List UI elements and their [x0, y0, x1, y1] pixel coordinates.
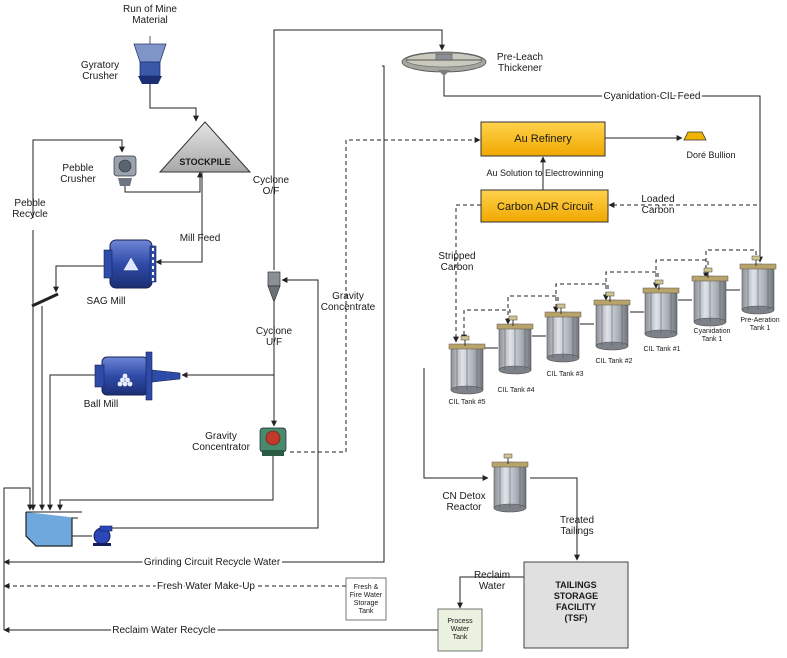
- stockpile-label: STOCKPILE: [179, 157, 230, 167]
- cyclone-icon: [267, 271, 281, 303]
- reclaim-recycle-label: Reclaim Water Recycle: [112, 625, 216, 636]
- au-refinery-box: [480, 121, 606, 157]
- flow-pump-to-cyclone: [112, 277, 319, 529]
- cn-detox-reactor-icon: [491, 453, 529, 513]
- stockpile-icon: [158, 121, 252, 173]
- cyanidation-cil-feed-label: Cyanidation-CIL Feed: [604, 91, 701, 102]
- gyratory-crusher-icon: [133, 36, 167, 84]
- flow-reclaim-water: [457, 576, 524, 609]
- flow-sag-to-screen: [53, 265, 106, 293]
- pebble-crusher-icon: [113, 155, 137, 186]
- carbon-adr-label: Carbon ADR Circuit: [497, 201, 593, 213]
- flow-pebble-to-stockpile: [124, 171, 203, 193]
- tailings-storage-facility: [523, 561, 629, 649]
- ball-mill-label: Ball Mill: [84, 399, 118, 410]
- flow-pebble-recycle: [32, 139, 125, 218]
- grinding-recycle-label: Grinding Circuit Recycle Water: [144, 557, 281, 568]
- cil-tank-3-icon: [544, 303, 582, 363]
- process-water-tank: [437, 608, 483, 652]
- cil-tank-5-icon: [448, 335, 486, 395]
- cil-tank-3-label: CIL Tank #3: [547, 371, 584, 378]
- dore-bullion-icon: [683, 131, 707, 141]
- cil-tank-1-label: CIL Tank #1: [644, 346, 681, 353]
- cil-tank-2-label: CIL Tank #2: [596, 358, 633, 365]
- flow-ball-to-sump: [47, 374, 95, 511]
- slurry-pump-icon: [72, 525, 113, 546]
- cil-tank-2-icon: [593, 291, 631, 351]
- cil-tank-5-label: CIL Tank #5: [449, 399, 486, 406]
- cil-tank-1-icon: [642, 279, 680, 339]
- flow-treated-tailings: [530, 477, 580, 561]
- fresh-water-label: Fresh Water Make-Up: [157, 581, 255, 592]
- flow-cyanidation-feed: [443, 72, 763, 263]
- mill-sump-icon: [25, 511, 82, 547]
- fresh-fire-water-tank: [345, 577, 387, 621]
- vibrating-screen-icon: [31, 292, 59, 308]
- ball-mill-icon: [94, 351, 181, 401]
- flow-gravity-to-sump: [57, 456, 274, 511]
- dore-bullion-label: Doré Bullion: [686, 150, 735, 160]
- flow-loaded-carbon: [608, 202, 761, 258]
- au-solution-label: Au Solution to Electrowinning: [486, 168, 603, 178]
- flow-gravity-concentrate: [290, 137, 481, 453]
- cyanidation-tank-icon: [691, 267, 729, 327]
- flow-cil-to-detox: [423, 368, 489, 481]
- cil-tank-4-label: CIL Tank #4: [498, 387, 535, 394]
- mill-feed-label: Mill Feed: [180, 233, 221, 244]
- gravity-concentrator-icon: [259, 427, 287, 456]
- flow-crusher-to-stockpile: [149, 82, 199, 122]
- flow-grinding-recycle: [3, 65, 385, 565]
- flow-cyclone-underflow: [181, 302, 275, 378]
- flow-mill-feed: [155, 172, 203, 265]
- au-refinery-label: Au Refinery: [514, 133, 572, 145]
- pre-aeration-tank-icon: [739, 255, 777, 315]
- flow-stripped-carbon: [453, 204, 481, 343]
- cil-tank-4-icon: [496, 315, 534, 375]
- flow-cyclone-overflow: [273, 29, 445, 270]
- pre-leach-thickener-icon: [401, 51, 487, 76]
- sag-mill-icon: [103, 239, 157, 289]
- carbon-adr-box: [480, 189, 609, 223]
- sag-mill-label: SAG Mill: [87, 296, 126, 307]
